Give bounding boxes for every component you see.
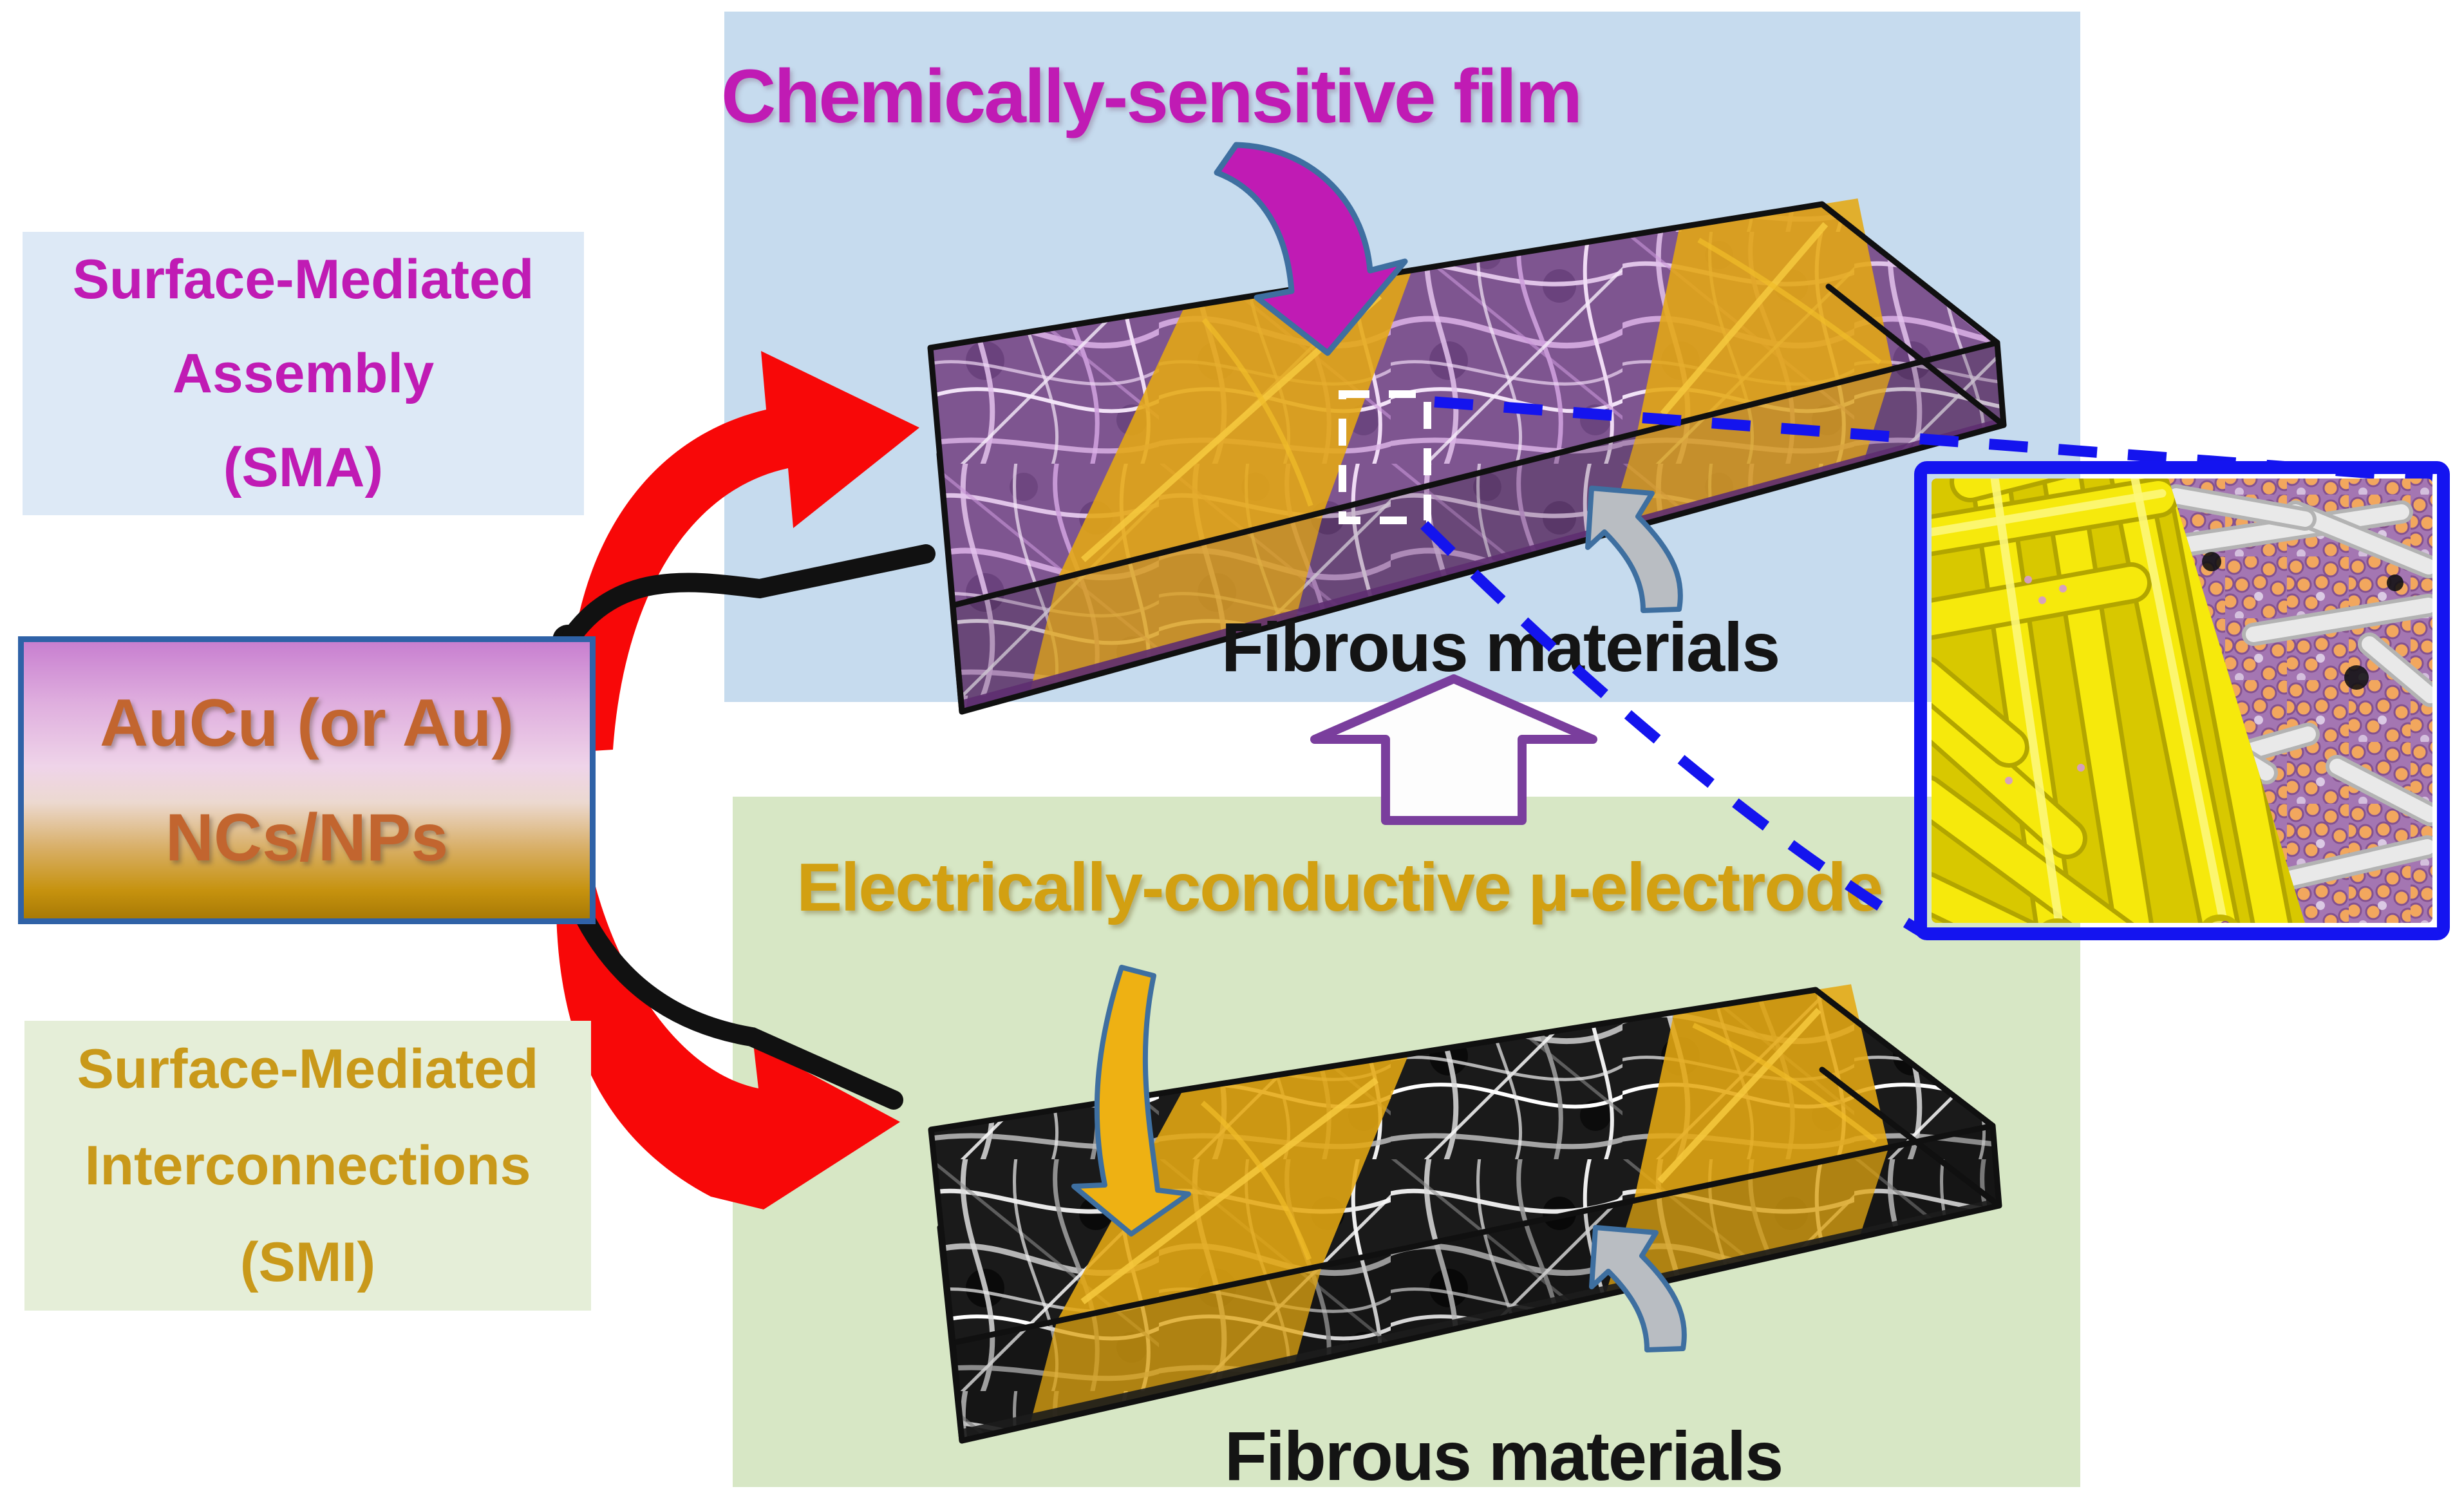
zoom-inset-border (1914, 461, 2450, 940)
sma-line-1: Surface-Mediated (72, 249, 534, 310)
smi-label-box: Surface-Mediated Interconnections (SMI) (24, 1021, 591, 1311)
smi-line-1: Surface-Mediated (77, 1038, 539, 1100)
sma-line-2: Assembly (172, 343, 435, 404)
aucu-line-2: NCs/NPs (165, 800, 449, 875)
sma-line-3: (SMA) (223, 437, 384, 498)
electrically-conductive-electrode-label: Electrically-conductive μ-electrode (796, 849, 1883, 925)
aucu-line-1: AuCu (or Au) (99, 685, 514, 761)
zoom-inset (1914, 461, 2450, 940)
gray-callout-arrow-top (1585, 486, 1683, 613)
purple-up-arrow (1310, 674, 1597, 825)
zoom-target-box (1339, 390, 1431, 524)
zoom-dash-line-lower (1420, 520, 1926, 938)
smi-line-3: (SMI) (240, 1231, 376, 1293)
red-curved-arrow-bottom (556, 839, 900, 1209)
chemically-sensitive-film-label: Chemically-sensitive film (721, 54, 1583, 139)
sensor-slab-bottom (928, 984, 2002, 1444)
gold-callout-arrow (1071, 965, 1191, 1237)
aucu-ncs-nps-box: AuCu (or Au) NCs/NPs (18, 636, 596, 924)
sma-label-box: Surface-Mediated Assembly (SMA) (23, 232, 584, 515)
red-curved-arrow-top (569, 351, 919, 752)
gray-callout-arrow-bottom (1589, 1225, 1687, 1352)
fibrous-materials-label-top: Fibrous materials (1221, 608, 1780, 686)
fibrous-materials-label-bottom: Fibrous materials (1224, 1417, 1783, 1495)
magenta-callout-arrow (1214, 142, 1408, 356)
zoom-dash-line-upper (1434, 396, 2433, 484)
smi-line-2: Interconnections (84, 1135, 531, 1197)
